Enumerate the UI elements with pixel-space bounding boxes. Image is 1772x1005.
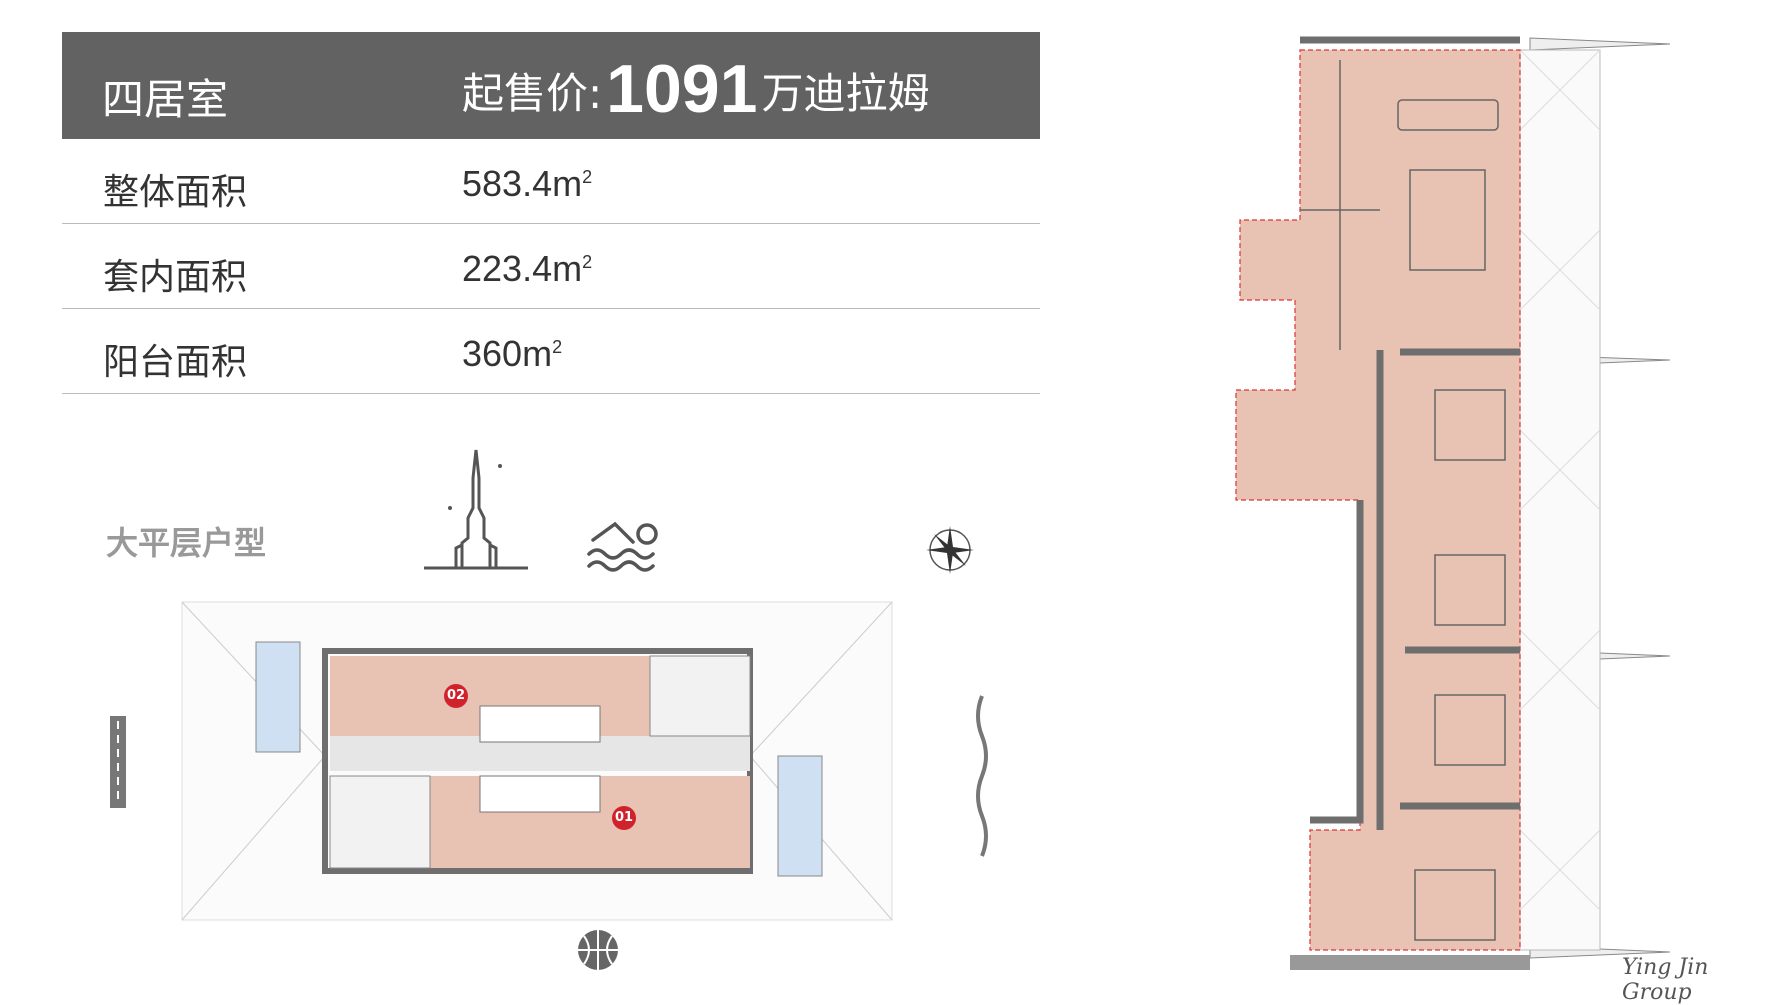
burj-khalifa-icon bbox=[424, 449, 528, 570]
area-label: 套内面积 bbox=[103, 257, 248, 298]
unit-marker-02 bbox=[444, 684, 468, 708]
title-bar: 四居室 起售价:1091万迪拉姆 bbox=[62, 32, 1040, 139]
basketball-icon bbox=[578, 930, 618, 970]
company-logo: Ying Jin Group bbox=[1622, 955, 1709, 1005]
unit-type-title: 四居室 bbox=[102, 75, 229, 124]
area-label: 整体面积 bbox=[103, 172, 248, 213]
area-value: 223.4m2 bbox=[462, 248, 593, 289]
unit-marker-label: 01 bbox=[614, 810, 634, 825]
unit-marker-01 bbox=[612, 806, 636, 830]
price: 起售价:1091万迪拉姆 bbox=[462, 50, 929, 128]
price-unit: 万迪拉姆 bbox=[761, 69, 930, 118]
site-plan bbox=[110, 601, 988, 921]
area-value: 583.4m2 bbox=[462, 163, 593, 204]
area-row-balcony: 阳台面积 360m2 bbox=[62, 309, 1040, 394]
price-value: 1091 bbox=[606, 51, 758, 127]
area-row-interior: 套内面积 223.4m2 bbox=[62, 224, 1040, 309]
unit-floor-plan bbox=[1235, 36, 1670, 970]
road-icon bbox=[110, 716, 126, 808]
price-label: 起售价: bbox=[462, 69, 603, 118]
area-value: 360m2 bbox=[462, 333, 563, 374]
area-label: 阳台面积 bbox=[103, 342, 248, 383]
wave-icon bbox=[976, 695, 988, 857]
unit-marker-label: 02 bbox=[446, 688, 466, 703]
area-row-total: 整体面积 583.4m2 bbox=[62, 139, 1040, 224]
swimmer-icon bbox=[587, 521, 658, 572]
compass-icon bbox=[926, 526, 974, 574]
section-title: 大平层户型 bbox=[106, 524, 267, 562]
